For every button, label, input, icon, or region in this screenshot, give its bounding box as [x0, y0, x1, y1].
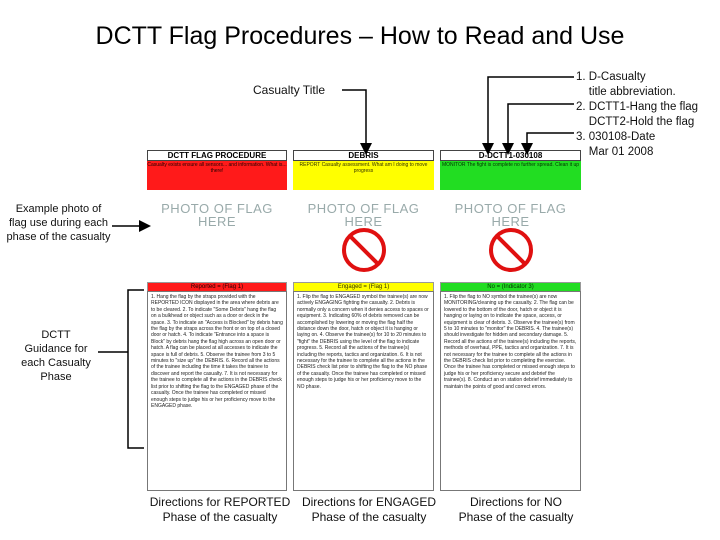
phase-header: Reported = (Flag 1)	[147, 282, 287, 291]
arrow-note-1	[482, 76, 574, 155]
reported-phase-box: Casualty exists ensure all sensors... an…	[147, 161, 287, 190]
arrow-note-2	[502, 103, 574, 155]
arrow-note-3	[521, 132, 574, 155]
column-engaged: DEBRIS REPORT Casualty assessment. What …	[293, 150, 434, 491]
casualty-title-callout: Casualty Title	[253, 83, 326, 97]
engaged-phase-box: REPORT Casualty assessment. What am I do…	[293, 161, 434, 190]
guidance-text: 1. Flip the flag to NO symbol the traine…	[440, 291, 581, 491]
guidance-callout: DCTT Guidance for each Casualty Phase	[21, 329, 91, 383]
photo-placeholder: PHOTO OF FLAG HERE	[440, 190, 581, 282]
phase-header: No = (Indicator 3)	[440, 282, 581, 291]
no-phase-box: MONITOR The fight is complete no further…	[440, 161, 581, 190]
guidance-text: 1. Flip the flag to ENGAGED symbol the t…	[293, 291, 434, 491]
engaged-directions-label: Directions for ENGAGED Phase of the casu…	[301, 495, 437, 524]
page-title: DCTT Flag Procedures – How to Read and U…	[95, 22, 625, 50]
photo-text: PHOTO OF FLAG HERE	[307, 201, 420, 229]
reported-directions-label: Directions for REPORTED Phase of the cas…	[149, 495, 291, 524]
flag-id-notes: 1. D-Casualty title abbreviation. 2. DCT…	[576, 71, 699, 158]
prohibit-icon	[341, 228, 386, 272]
photo-callout: Example photo of flag use during each ph…	[6, 203, 111, 243]
prohibit-icon	[488, 228, 533, 272]
arrow-casualty-title	[342, 89, 372, 155]
photo-placeholder: PHOTO OF FLAG HERE	[147, 190, 287, 282]
photo-placeholder: PHOTO OF FLAG HERE	[293, 190, 434, 282]
photo-text: PHOTO OF FLAG HERE	[454, 201, 567, 229]
photo-text: PHOTO OF FLAG HERE	[161, 201, 273, 229]
column-reported: DCTT FLAG PROCEDURE Casualty exists ensu…	[147, 150, 287, 491]
phase-header: Engaged = (Flag 1)	[293, 282, 434, 291]
guidance-text: 1. Hang the flag by the straps provided …	[147, 291, 287, 491]
column-header: DCTT FLAG PROCEDURE	[147, 150, 287, 161]
no-directions-label: Directions for NO Phase of the casualty	[458, 495, 574, 524]
column-no: D-DCTT1-030108 MONITOR The fight is comp…	[440, 150, 581, 491]
bracket-guidance	[127, 289, 144, 449]
